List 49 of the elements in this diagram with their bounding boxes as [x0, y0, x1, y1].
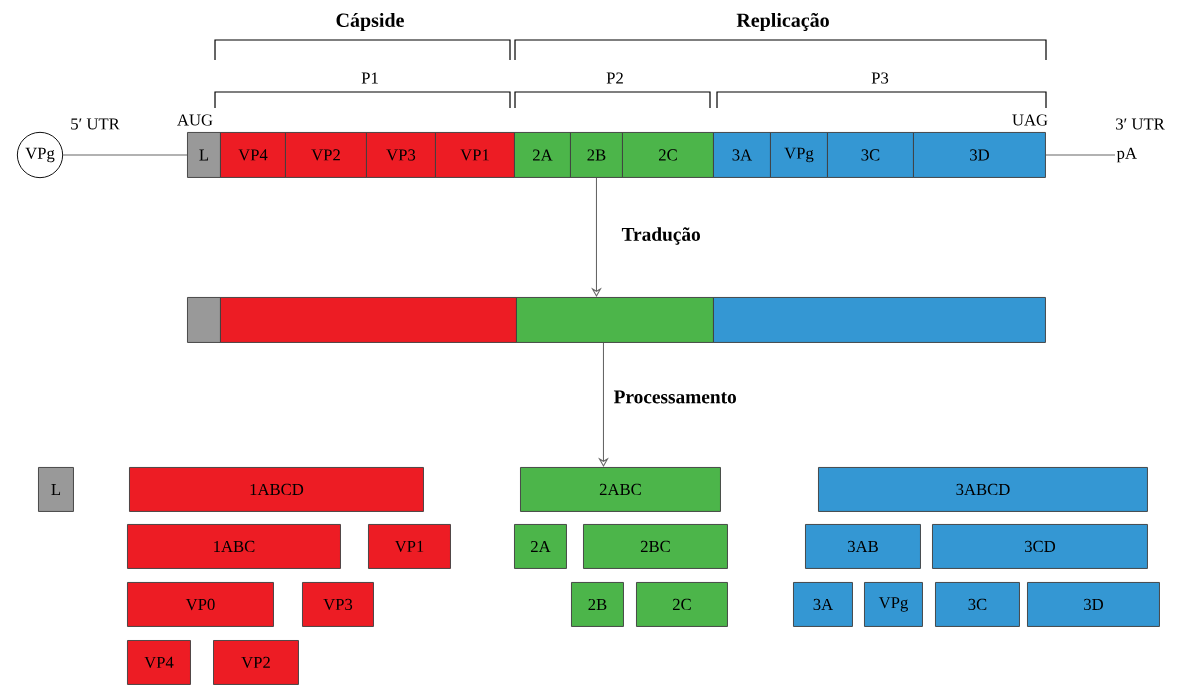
text-label: 3′ UTR: [1116, 118, 1165, 130]
edge-label: Tradução: [620, 225, 703, 247]
text-label: AUG: [177, 114, 213, 126]
protein-box: 1ABCD: [129, 467, 424, 512]
protein-box: 3D: [1027, 582, 1160, 627]
polyprotein-segment: [516, 297, 714, 343]
text-label: pA: [1116, 147, 1137, 163]
genome-segment: 2B: [570, 132, 623, 178]
genome-segment: VPg: [770, 132, 828, 178]
genome-segment: 3C: [827, 132, 914, 178]
text-label: 5′ UTR: [71, 118, 120, 130]
protein-box: 1ABC: [127, 524, 341, 569]
protein-box: VP2: [213, 640, 299, 685]
section-heading: Replicação: [736, 12, 829, 32]
genome-segment: VP4: [220, 132, 286, 178]
protein-box: 3ABCD: [818, 467, 1148, 512]
protein-box: 2A: [514, 524, 567, 569]
polyprotein-segment: [713, 297, 1046, 343]
protein-box: 3A: [793, 582, 853, 627]
protein-box: VP0: [127, 582, 274, 627]
protein-box: VPg: [864, 582, 923, 627]
protein-box: VP3: [302, 582, 374, 627]
genome-segment: L: [187, 132, 221, 178]
protein-box: 3CD: [932, 524, 1148, 569]
connector-line: [62, 154, 188, 156]
protein-box: VP4: [127, 640, 191, 685]
genome-segment: VP2: [285, 132, 367, 178]
protein-box: 3C: [935, 582, 1020, 627]
genome-segment: 2A: [514, 132, 571, 178]
genome-segment: 2C: [622, 132, 714, 178]
protein-box: 2BC: [583, 524, 728, 569]
protein-box: VP1: [368, 524, 451, 569]
polyprotein-segment: [220, 297, 517, 343]
protein-box: 2B: [571, 582, 624, 627]
genome-segment: VP1: [435, 132, 515, 178]
connector-line: [1045, 154, 1116, 156]
text-label: P2: [606, 72, 623, 84]
genome-segment: 3A: [713, 132, 771, 178]
genome-segment: VP3: [366, 132, 436, 178]
protein-box: 3AB: [805, 524, 921, 569]
protein-box: 2C: [636, 582, 728, 627]
section-heading: Cápside: [336, 12, 404, 32]
polyprotein-segment: [187, 297, 221, 343]
genome-segment: 3D: [913, 132, 1046, 178]
edge-label: Processamento: [612, 389, 739, 405]
protein-box: 2ABC: [520, 467, 721, 512]
text-label: P3: [871, 72, 889, 84]
text-label: P1: [361, 72, 378, 84]
protein-box: L: [38, 467, 74, 512]
